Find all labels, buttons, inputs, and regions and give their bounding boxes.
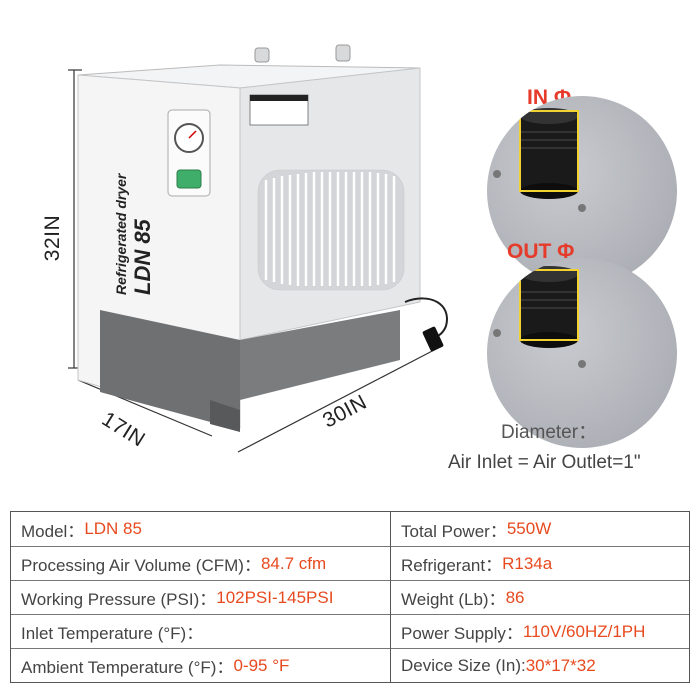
spec-row-air-volume: Processing Air Volume (CFM)：84.7 cfm: [11, 546, 390, 580]
product-model-text: LDN 85: [130, 218, 155, 295]
spec-row-device-size: Device Size (In):30*17*32: [391, 648, 689, 682]
diameter-value: Air Inlet = Air Outlet=1": [448, 452, 641, 473]
product-brand-line: Refrigerated dryer: [113, 172, 129, 295]
outlet-fitting-label: OUT Φ: [507, 240, 575, 263]
spec-column-right: Total Power：550W Refrigerant：R134a Weigh…: [391, 512, 689, 682]
spec-row-inlet-temperature: Inlet Temperature (°F)：: [11, 614, 390, 648]
top-connector-right: [335, 44, 351, 62]
cabinet-base-front: [100, 310, 240, 430]
spec-row-refrigerant: Refrigerant：R134a: [391, 546, 689, 580]
outlet-pipe-icon: [493, 266, 586, 368]
spec-row-total-power: Total Power：550W: [401, 519, 552, 541]
power-switch: [176, 169, 202, 189]
cabinet-base-side: [240, 310, 400, 400]
spec-row-power-supply: Power Supply：110V/60HZ/1PH: [391, 614, 689, 648]
dryer-product-image: Refrigerated dryer LDN 85: [68, 44, 448, 453]
inlet-fitting-photo: [487, 96, 677, 286]
diameter-title: Diameter：: [501, 422, 598, 443]
inlet-pipe-icon: [493, 108, 586, 212]
spec-column-left: Model：LDN 85 Processing Air Volume (CFM)…: [11, 512, 391, 682]
spec-row-working-pressure: Working Pressure (PSI)：102PSI-145PSI: [11, 580, 390, 614]
warning-sticker-header: [250, 95, 308, 101]
spec-row-ambient-temperature: Ambient Temperature (°F)：0-95 °F: [11, 648, 390, 682]
spec-table: Model：LDN 85 Processing Air Volume (CFM)…: [10, 511, 690, 683]
spec-row-weight: Weight (Lb)：86: [391, 580, 689, 614]
top-connector-left: [254, 47, 270, 63]
power-plug-icon: [422, 326, 444, 352]
outlet-fitting-photo: [487, 258, 677, 448]
grille-slots: [264, 172, 396, 286]
spec-row-model: Model：LDN 85: [21, 519, 142, 541]
cabinet-foot: [210, 400, 240, 432]
